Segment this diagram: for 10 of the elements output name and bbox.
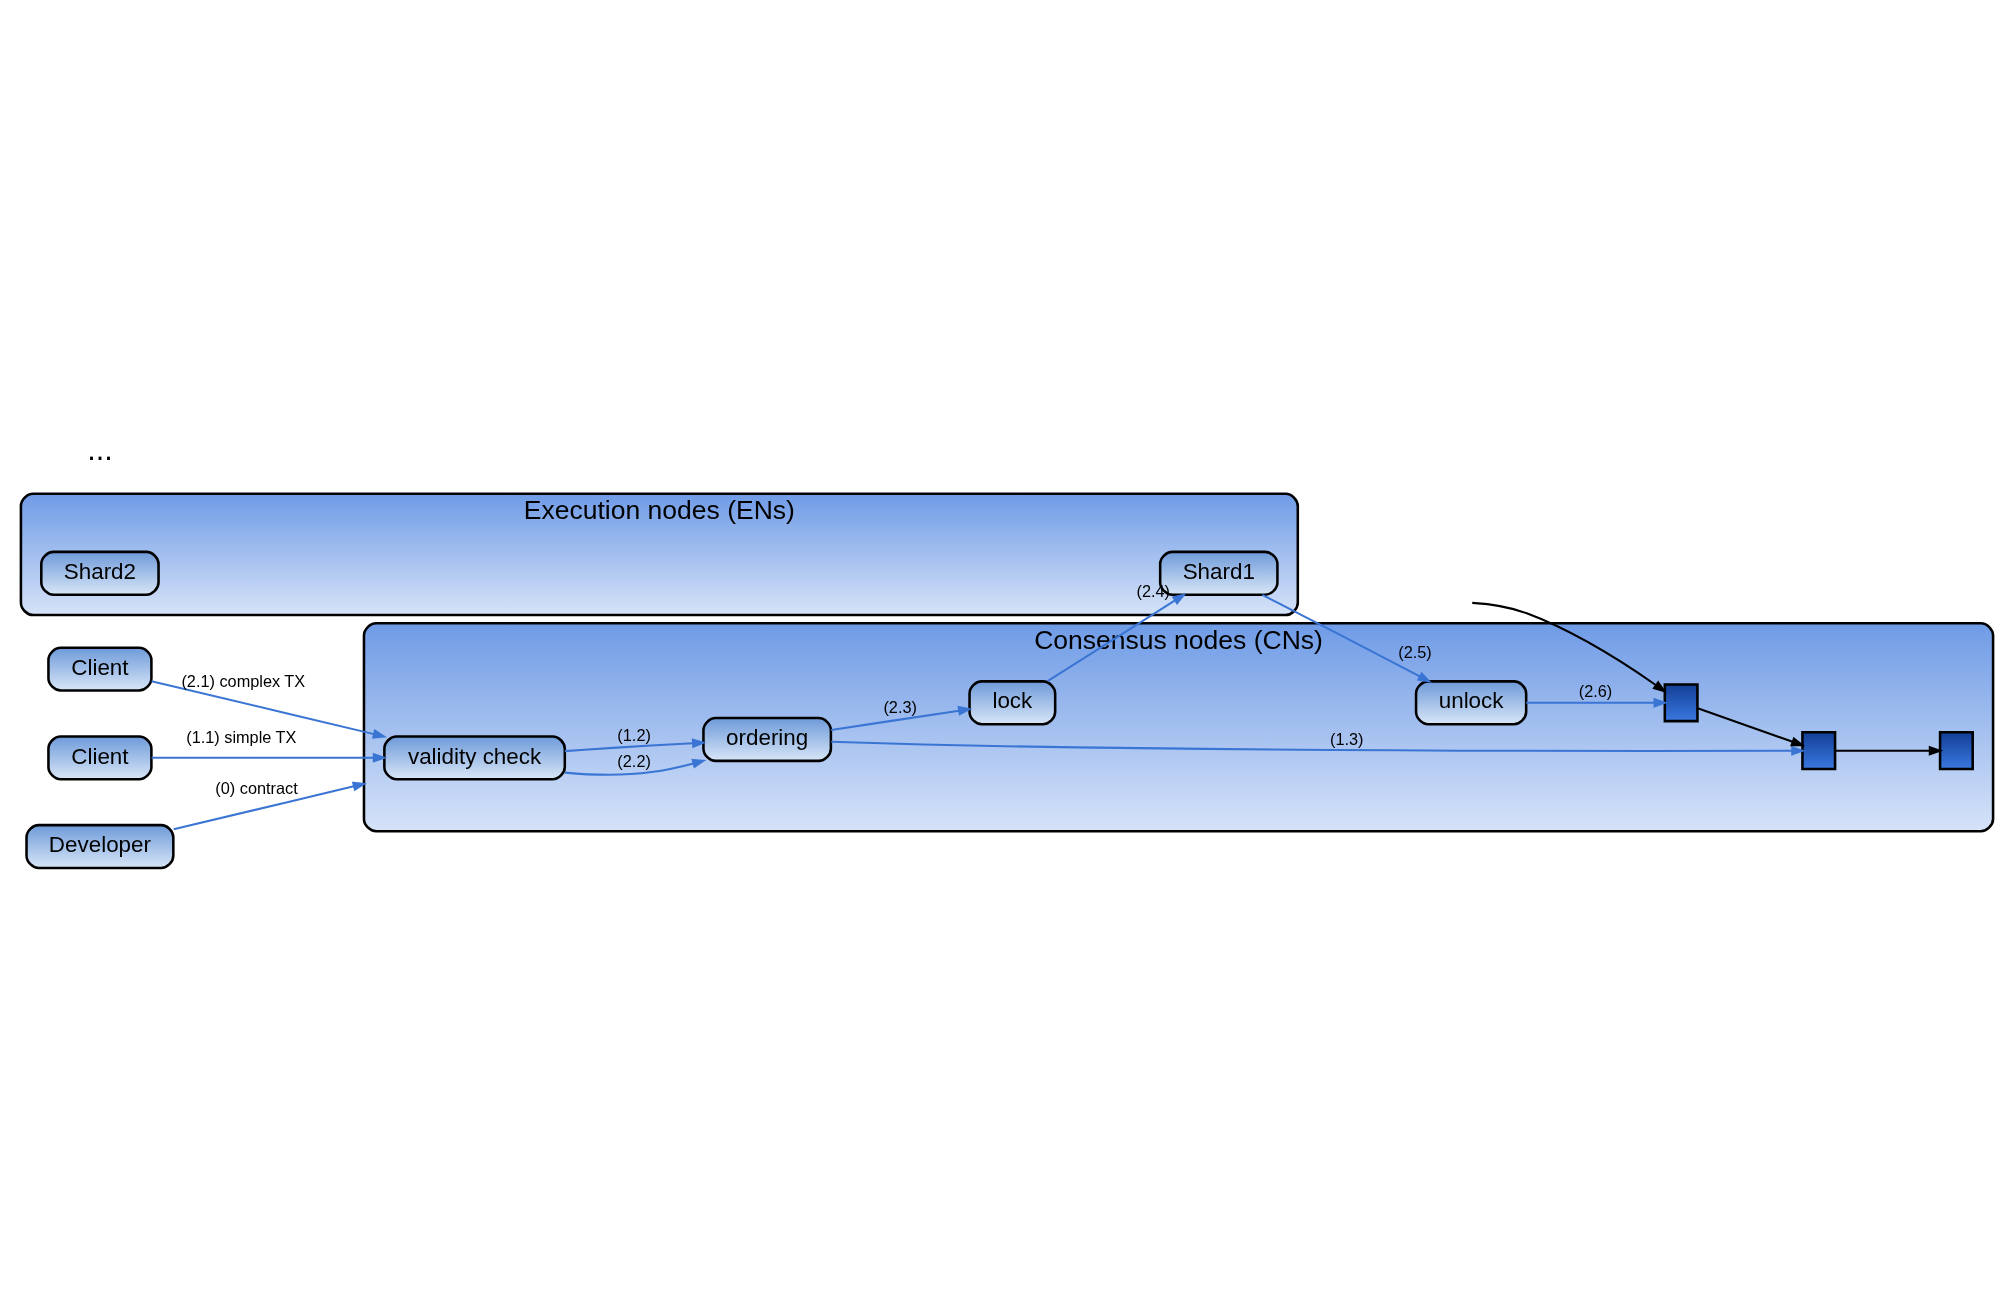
label: ...: [87, 431, 113, 466]
edge-label: (1.1) simple TX: [186, 727, 297, 746]
edge-label: (2.1) complex TX: [181, 671, 306, 690]
edge-label: (2.3): [883, 697, 917, 716]
edge-label: (2.2): [617, 751, 651, 770]
edge-label: (0) contract: [215, 778, 298, 797]
edge-label: (1.2): [617, 725, 651, 744]
edge-label: (2.5): [1398, 642, 1432, 661]
edge-label: (1.3): [1329, 729, 1364, 748]
edge-label: (2.6): [1578, 681, 1613, 700]
